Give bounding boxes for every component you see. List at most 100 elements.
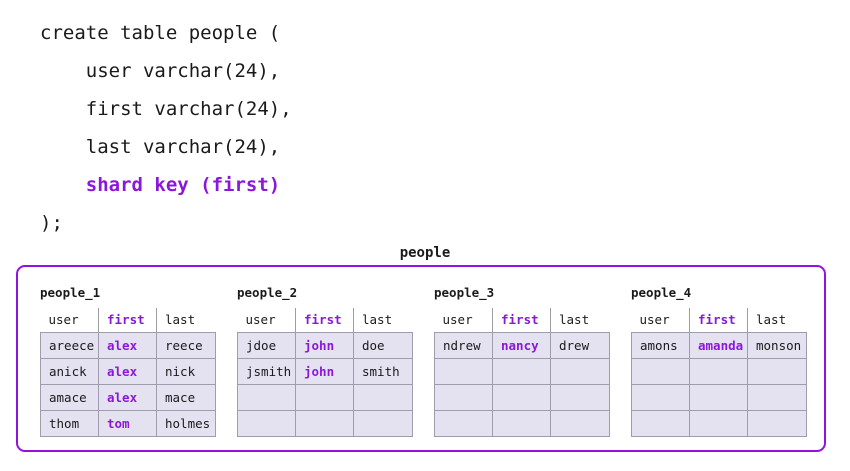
cell-user: [434, 357, 493, 385]
table-row: [434, 383, 610, 411]
shard-label: people_2: [237, 285, 298, 300]
cell-last: [550, 357, 610, 385]
sql-text: create table people (: [40, 22, 281, 44]
cell-user: [631, 357, 690, 385]
sql-text: last varchar(24),: [40, 136, 281, 158]
cell-last: [747, 383, 807, 411]
cell-first: [492, 383, 551, 411]
cell-first: alex: [98, 357, 157, 385]
cell-user: [237, 409, 296, 437]
cell-first: [295, 383, 354, 411]
cell-first: tom: [98, 409, 157, 437]
table-row: [631, 357, 807, 385]
table-row: [434, 409, 610, 437]
sql-line-6: );: [40, 204, 292, 242]
sql-text: user varchar(24),: [40, 60, 281, 82]
cell-user: [631, 383, 690, 411]
cell-user: areece: [40, 331, 99, 359]
cell-first: alex: [98, 383, 157, 411]
sql-line-4: last varchar(24),: [40, 128, 292, 166]
sql-line-2: user varchar(24),: [40, 52, 292, 90]
cell-first: nancy: [492, 331, 551, 359]
table-row: [434, 357, 610, 385]
cell-last: [550, 409, 610, 437]
column-header-last: last: [156, 308, 216, 332]
cell-last: [747, 409, 807, 437]
cell-first: [689, 357, 748, 385]
cell-user: [631, 409, 690, 437]
column-header-last: last: [747, 308, 807, 332]
sql-line-5: shard key (first): [40, 166, 292, 204]
column-header-user: user: [40, 308, 99, 332]
sql-line-3: first varchar(24),: [40, 90, 292, 128]
cell-last: monson: [747, 331, 807, 359]
sql-code-block: create table people ( user varchar(24), …: [40, 14, 292, 242]
cell-user: [237, 383, 296, 411]
cell-last: [353, 383, 413, 411]
table-row: [237, 409, 413, 437]
cell-user: [434, 383, 493, 411]
sql-line-1: create table people (: [40, 14, 292, 52]
cell-user: thom: [40, 409, 99, 437]
cell-first: [492, 357, 551, 385]
cell-last: drew: [550, 331, 610, 359]
cell-user: amons: [631, 331, 690, 359]
table-row: [237, 383, 413, 411]
column-header-first: first: [492, 308, 551, 332]
cell-last: [747, 357, 807, 385]
table-row: [631, 383, 807, 411]
cell-first: amanda: [689, 331, 748, 359]
cell-user: jdoe: [237, 331, 296, 359]
cell-user: jsmith: [237, 357, 296, 385]
cell-last: holmes: [156, 409, 216, 437]
column-header-user: user: [434, 308, 493, 332]
cell-last: [353, 409, 413, 437]
cell-first: john: [295, 331, 354, 359]
diagram-title: people: [399, 245, 451, 261]
shard-label: people_4: [631, 285, 692, 300]
column-header-first: first: [295, 308, 354, 332]
table-row: [631, 409, 807, 437]
cell-first: alex: [98, 331, 157, 359]
cell-user: anick: [40, 357, 99, 385]
column-header-first: first: [689, 308, 748, 332]
cell-first: [689, 383, 748, 411]
cell-first: [295, 409, 354, 437]
cell-last: [550, 383, 610, 411]
sql-shard-key-clause: shard key (first): [85, 174, 281, 196]
cell-user: ndrew: [434, 331, 493, 359]
shard-label: people_3: [434, 285, 495, 300]
cell-user: [434, 409, 493, 437]
column-header-user: user: [631, 308, 690, 332]
cell-last: doe: [353, 331, 413, 359]
sql-text: [40, 174, 86, 196]
cell-user: amace: [40, 383, 99, 411]
cell-first: [492, 409, 551, 437]
column-header-last: last: [353, 308, 413, 332]
cell-last: smith: [353, 357, 413, 385]
column-header-last: last: [550, 308, 610, 332]
cell-last: nick: [156, 357, 216, 385]
sql-text: );: [40, 212, 63, 234]
sql-text: first varchar(24),: [40, 98, 292, 120]
shard-label: people_1: [40, 285, 101, 300]
